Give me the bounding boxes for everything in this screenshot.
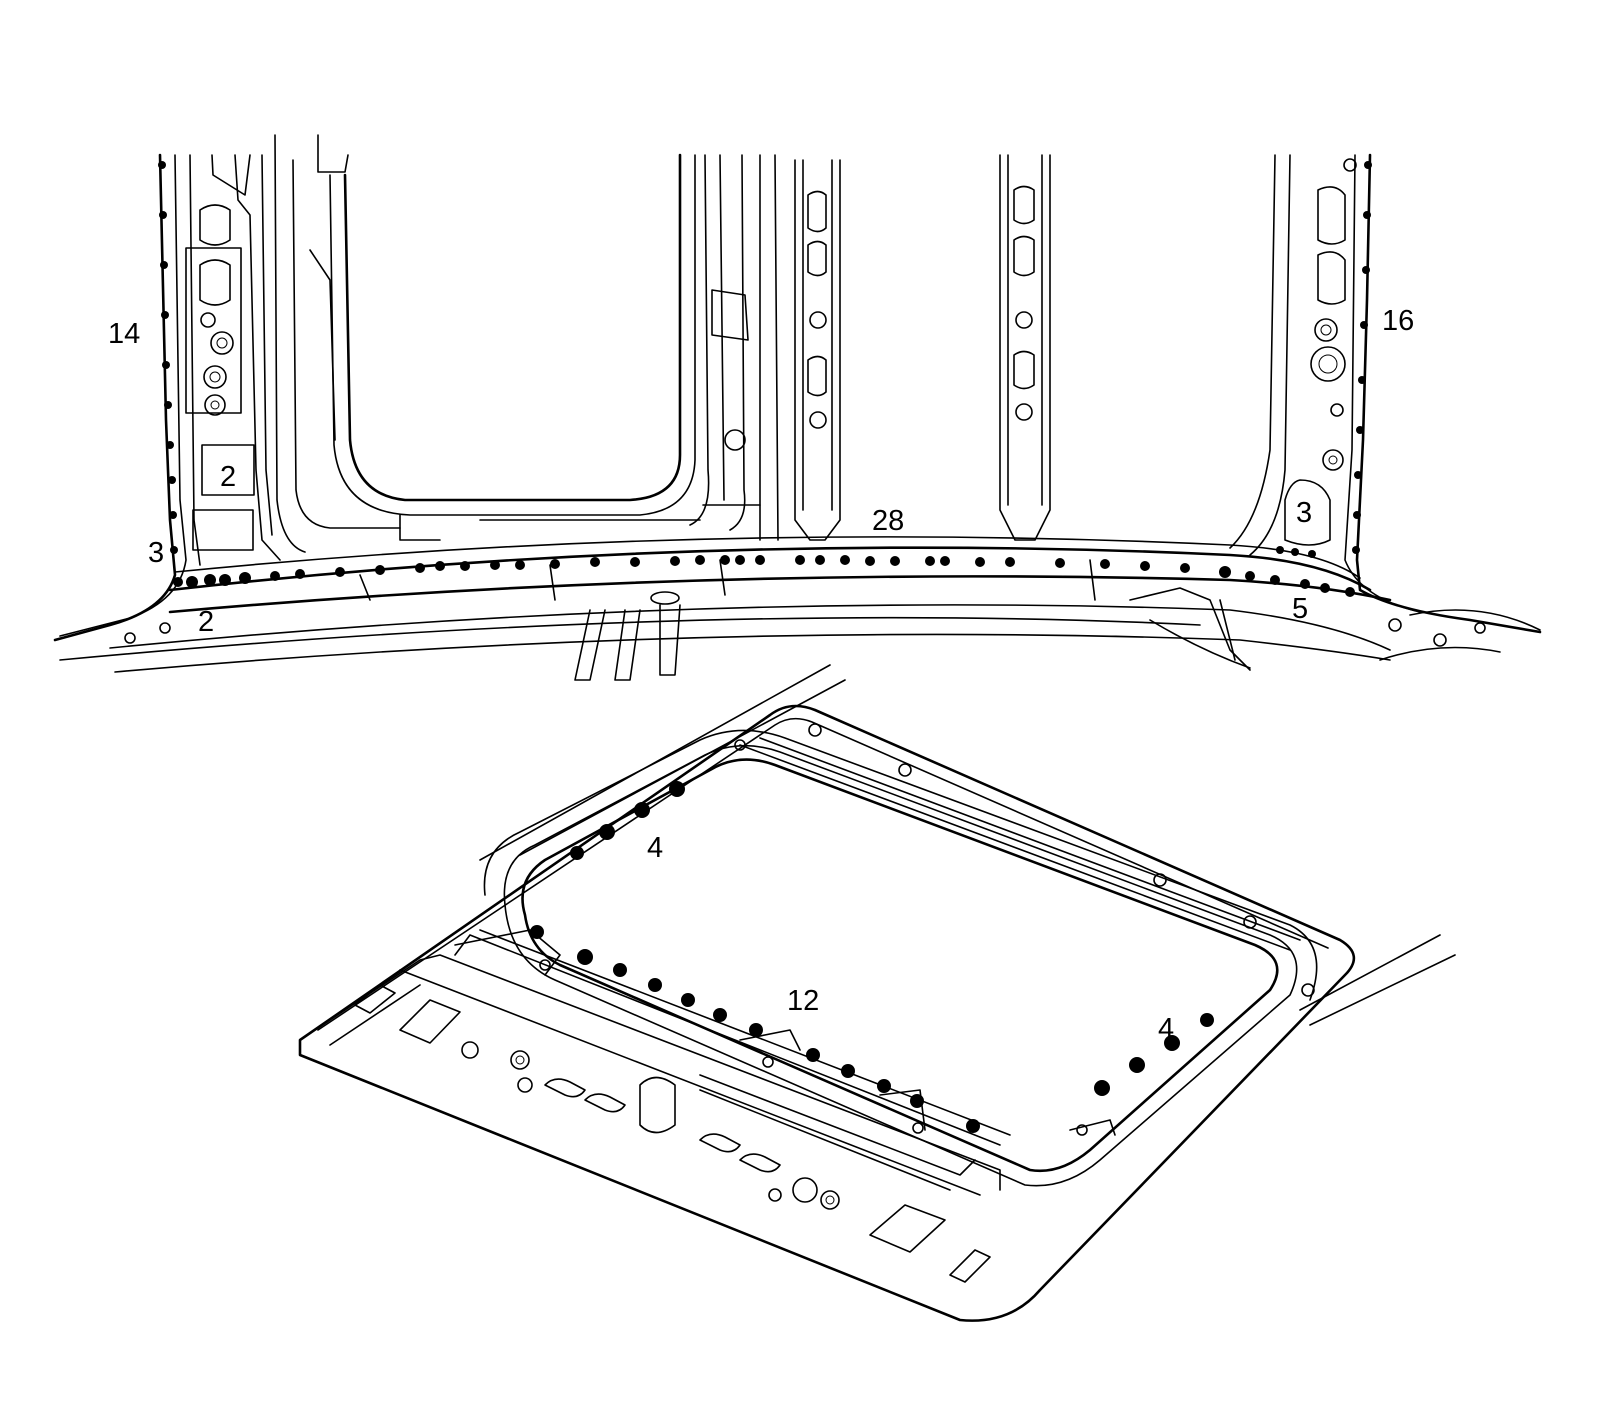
callout-3-right: 3 [1296,497,1312,529]
callout-4-right: 4 [1158,1013,1174,1045]
callout-5: 5 [1292,593,1308,625]
callout-labels: 14 2 3 2 28 3 16 5 4 12 4 [108,305,1414,1045]
upper-body-side-assembly [53,134,1542,681]
callout-28: 28 [872,505,904,537]
callout-2-lower-left: 2 [198,606,214,638]
callout-12: 12 [787,985,819,1017]
callout-2-left-pillar: 2 [220,461,236,493]
callout-16: 16 [1382,305,1414,337]
callout-3-left: 3 [148,537,164,569]
callout-4-left: 4 [647,832,663,864]
roof-panel-assembly [298,664,1456,1322]
upper-weld-spots [158,161,1372,597]
roof-weld-spots [530,781,1214,1133]
callout-14: 14 [108,318,140,350]
